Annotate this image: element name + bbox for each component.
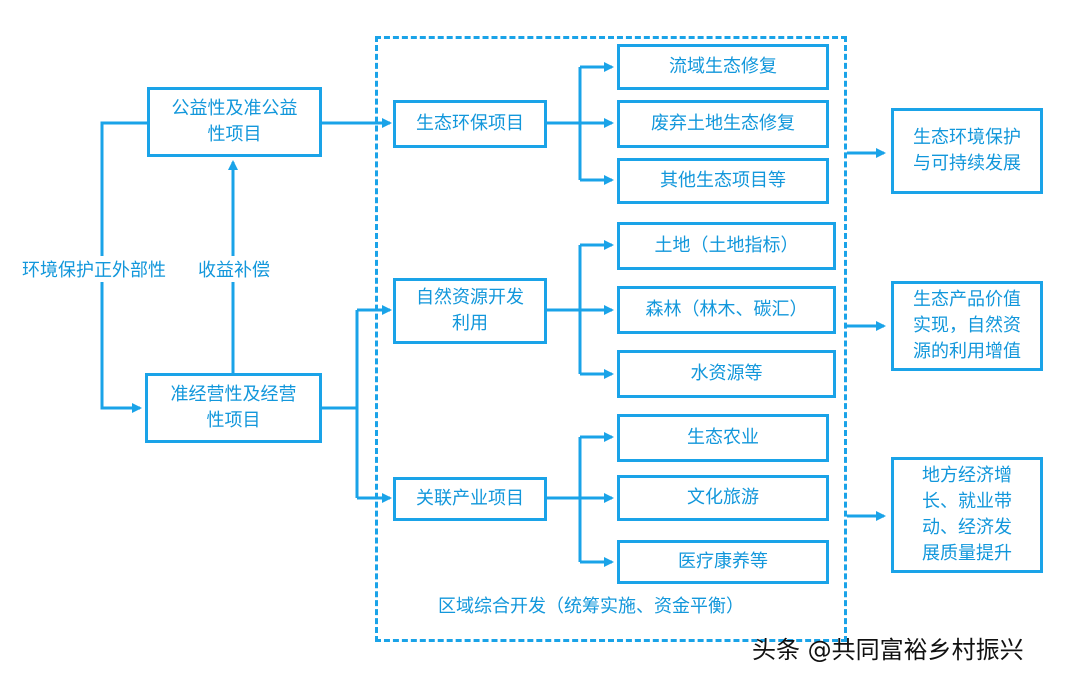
item-land: 土地（土地指标）	[617, 222, 836, 270]
item-water-resources: 水资源等	[617, 350, 836, 398]
business-projects-box: 准经营性及经营 性项目	[145, 373, 322, 443]
outcome-eco-protection: 生态环境保护 与可持续发展	[891, 108, 1043, 194]
watermark: 头条 @共同富裕乡村振兴	[752, 636, 1024, 664]
public-benefit-projects-box: 公益性及准公益 性项目	[147, 87, 322, 157]
outcome-regional-growth: 地方经济增 长、就业带 动、经济发 展质量提升	[891, 457, 1043, 573]
natural-resource-dev-box: 自然资源开发 利用	[393, 278, 547, 344]
outcome-eco-product-value: 生态产品价值 实现，自然资 源的利用增值	[891, 281, 1043, 371]
compensation-label: 收益补偿	[196, 256, 272, 282]
regional-development-frame	[375, 36, 847, 642]
item-abandoned-land-restoration: 废弃土地生态修复	[617, 100, 829, 148]
item-culture-tourism: 文化旅游	[617, 475, 829, 521]
eco-protection-project-box: 生态环保项目	[393, 100, 547, 148]
item-watershed-restoration: 流域生态修复	[617, 44, 829, 90]
item-other-eco-projects: 其他生态项目等	[617, 158, 829, 204]
regional-development-caption: 区域综合开发（统筹实施、资金平衡）	[438, 596, 744, 617]
item-forest: 森林（林木、碳汇）	[617, 286, 836, 334]
item-medical-wellness: 医疗康养等	[617, 540, 829, 584]
item-eco-agriculture: 生态农业	[617, 414, 829, 462]
externality-label: 环境保护正外部性	[20, 256, 168, 282]
related-industry-project-box: 关联产业项目	[393, 477, 547, 521]
